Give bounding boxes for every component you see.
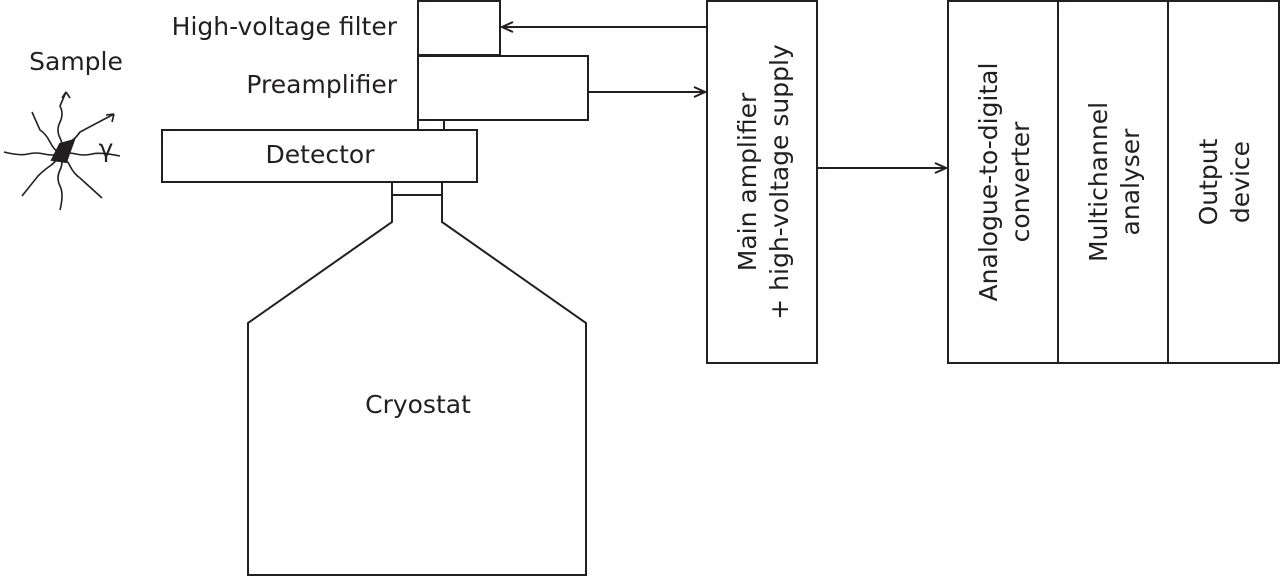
mca-line2: analyser [1116,128,1145,236]
detector-box [161,129,478,183]
output-device-line2: device [1226,141,1255,223]
adc-line1: Analogue-to-digital [974,63,1003,302]
preamplifier-label: Preamplifier [246,70,397,99]
adc-text: Analogue-to-digital converter [974,63,1035,302]
detector-label: Detector [266,140,376,169]
mca-line1: Multichannel [1084,102,1113,262]
high-voltage-filter-box [417,0,501,56]
preamplifier-box [417,55,589,121]
gamma-symbol: γ [99,134,114,163]
mca-text: Multichannel analyser [1084,102,1145,262]
main-amplifier-line1: Main amplifier [733,92,762,271]
output-device-text: Output device [1194,138,1255,225]
high-voltage-filter-label: High-voltage filter [172,12,398,41]
adc-box [947,0,1059,364]
preamp-detector-connector [417,119,445,131]
output-device-box [1167,0,1280,364]
cryostat-neck-collar [391,181,443,196]
output-device-line1: Output [1194,138,1223,225]
cryostat-label: Cryostat [365,390,471,419]
mca-box [1057,0,1169,364]
adc-line2: converter [1006,121,1035,243]
sample-label: Sample [29,47,123,76]
main-amplifier-box [706,0,818,364]
main-amplifier-text: Main amplifier + high-voltage supply [733,44,794,320]
main-amplifier-line2: + high-voltage supply [765,44,794,320]
sample-source [3,91,121,211]
cryostat-vessel [247,194,587,576]
